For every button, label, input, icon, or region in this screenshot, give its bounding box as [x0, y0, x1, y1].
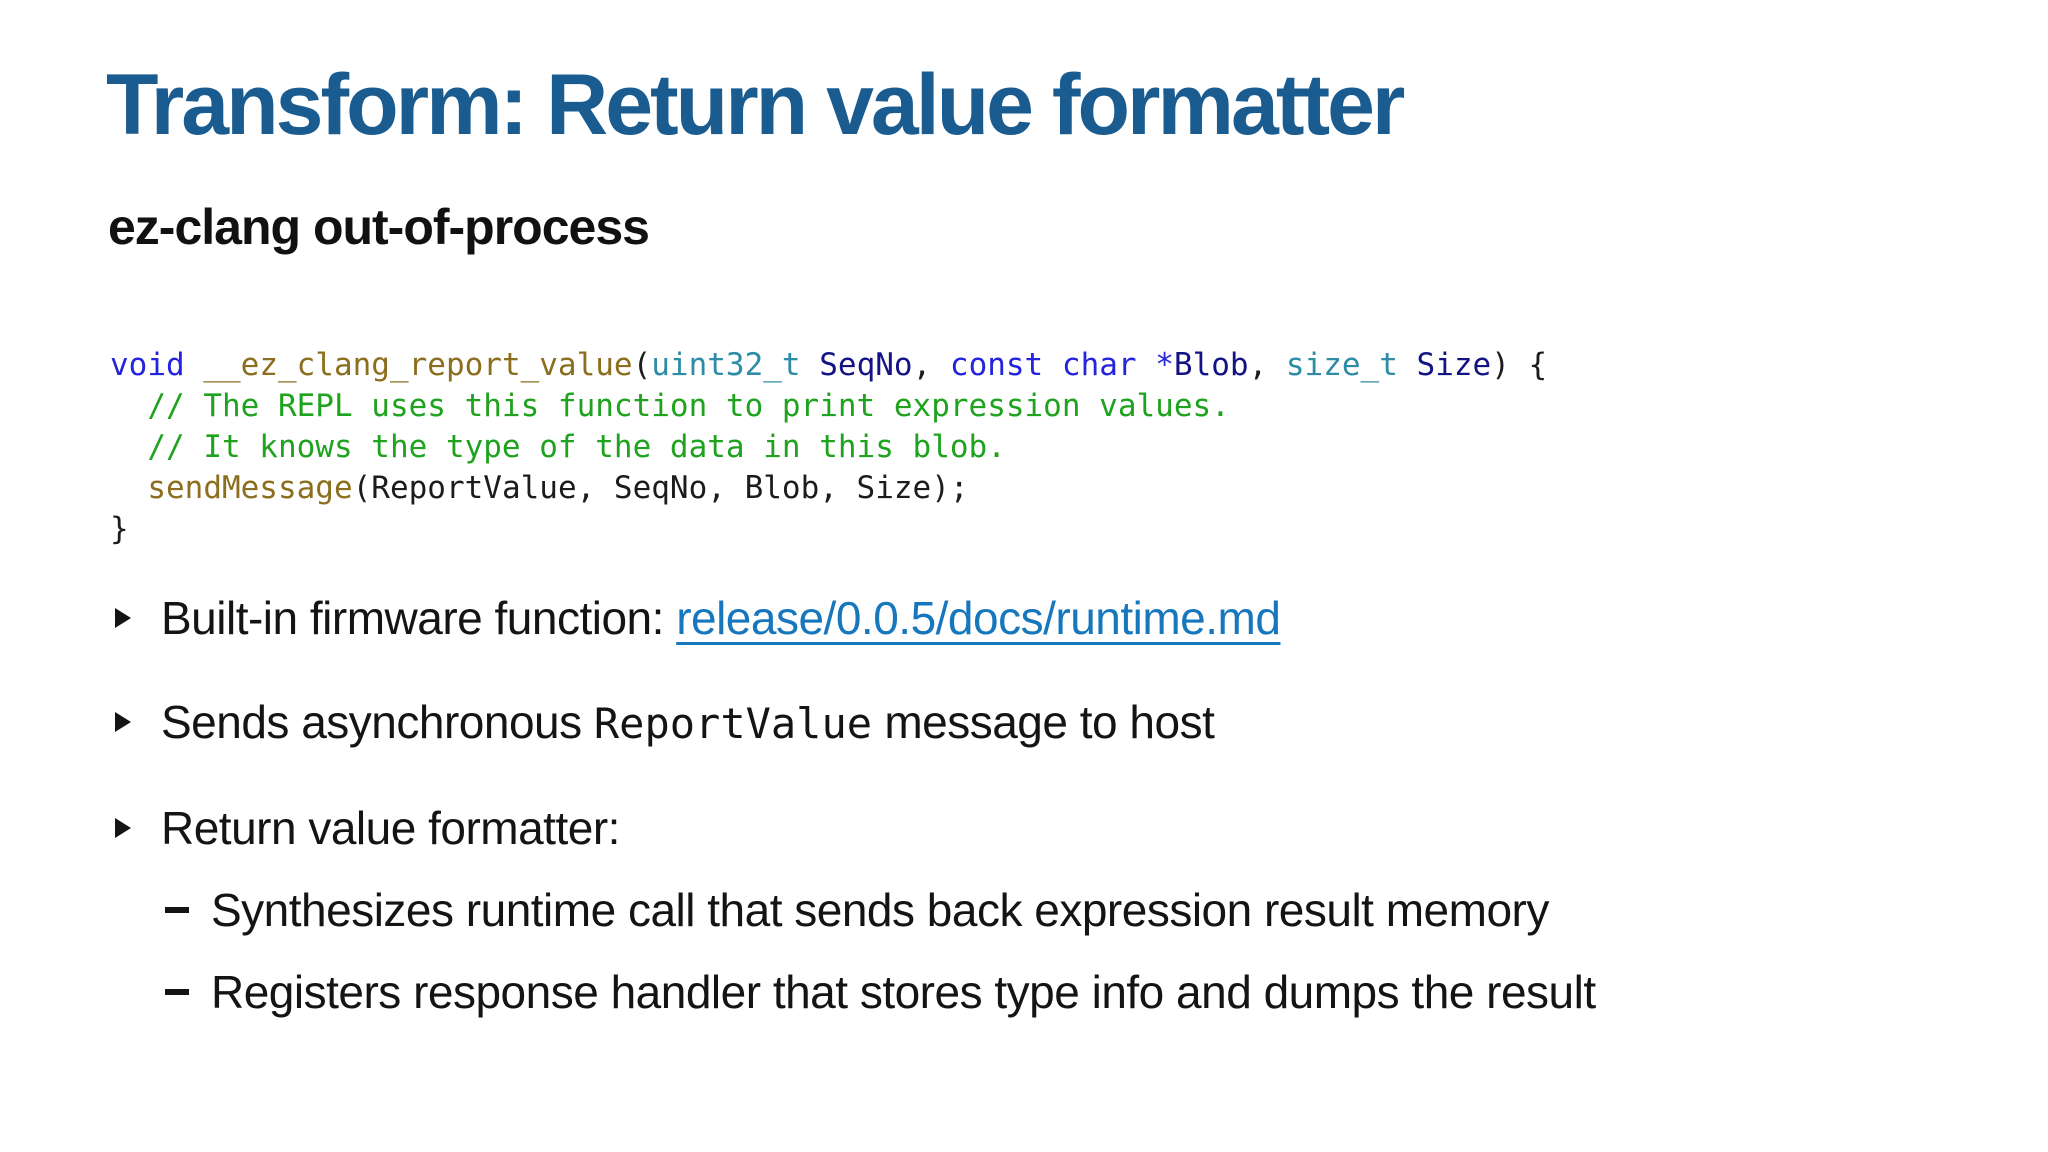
bullet-item: Synthesizes runtime call that sends back…	[165, 882, 2005, 938]
code-token-plain: ) {	[1491, 347, 1548, 383]
page-subtitle: ez-clang out-of-process	[108, 199, 650, 255]
bullet-list: Built-in firmware function: release/0.0.…	[115, 590, 2005, 1046]
bullet-text-segment: Sends asynchronous	[161, 696, 594, 748]
code-token-plain: ,	[1248, 347, 1286, 383]
code-token-plain	[110, 388, 147, 424]
page-title: Transform: Return value formatter	[106, 57, 1405, 153]
code-token-param: Blob	[1173, 347, 1249, 383]
code-line: sendMessage(ReportValue, SeqNo, Blob, Si…	[110, 468, 1547, 509]
code-line: }	[110, 509, 1547, 550]
code-token-plain	[1043, 347, 1062, 383]
bullet-text-segment: Built-in firmware function:	[161, 592, 677, 644]
code-token-plain	[1137, 347, 1156, 383]
code-line: // It knows the type of the data in this…	[110, 427, 1547, 468]
code-token-plain	[110, 470, 147, 506]
code-token-keyword: char	[1061, 347, 1137, 383]
bullet-text: Registers response handler that stores t…	[211, 964, 1596, 1020]
code-token-keyword: void	[110, 347, 185, 383]
bullet-item: Sends asynchronous ReportValue message t…	[115, 694, 2005, 752]
bullet-text-segment: message to host	[872, 696, 1215, 748]
runtime-docs-link[interactable]: release/0.0.5/docs/runtime.md	[676, 592, 1281, 644]
code-token-function: sendMessage	[147, 470, 353, 506]
code-token-plain: (	[632, 347, 652, 383]
code-token-type: size_t	[1285, 347, 1398, 383]
bullet-triangle-icon	[115, 818, 131, 838]
code-token-plain	[1398, 347, 1417, 383]
bullet-text: Sends asynchronous ReportValue message t…	[161, 694, 1215, 752]
inline-code: ReportValue	[593, 699, 873, 748]
bullet-text-segment: Synthesizes runtime call that sends back…	[211, 884, 1549, 936]
bullet-item: Registers response handler that stores t…	[165, 964, 2005, 1020]
bullet-text: Return value formatter:	[161, 800, 620, 856]
code-line: void __ez_clang_report_value(uint32_t Se…	[110, 345, 1547, 386]
code-token-keyword: const	[949, 347, 1044, 383]
code-token-plain: (ReportValue, SeqNo, Blob, Size);	[352, 470, 969, 506]
bullet-item: Return value formatter:	[115, 800, 2005, 856]
bullet-triangle-icon	[115, 608, 131, 628]
code-line: // The REPL uses this function to print …	[110, 386, 1547, 427]
code-token-plain: }	[110, 511, 129, 547]
bullet-text-segment: Return value formatter:	[161, 802, 620, 854]
code-token-plain	[110, 429, 147, 465]
code-token-comment: // It knows the type of the data in this…	[147, 429, 1006, 465]
code-token-function: __ez_clang_report_value	[203, 347, 633, 383]
bullet-text: Built-in firmware function: release/0.0.…	[161, 590, 1281, 646]
code-token-comment: // The REPL uses this function to print …	[147, 388, 1230, 424]
code-token-plain	[185, 347, 204, 383]
code-token-param: SeqNo	[819, 347, 913, 383]
code-token-type: uint32_t	[651, 347, 801, 383]
bullet-dash-icon	[165, 989, 189, 995]
code-token-keyword: *	[1155, 347, 1174, 383]
bullet-text-segment: Registers response handler that stores t…	[211, 966, 1596, 1018]
code-token-plain	[801, 347, 820, 383]
code-block: void __ez_clang_report_value(uint32_t Se…	[110, 345, 1547, 550]
bullet-dash-icon	[165, 907, 189, 913]
code-token-param: Size	[1416, 347, 1492, 383]
bullet-triangle-icon	[115, 712, 131, 732]
bullet-text: Synthesizes runtime call that sends back…	[211, 882, 1549, 938]
code-token-plain: ,	[912, 347, 950, 383]
bullet-item: Built-in firmware function: release/0.0.…	[115, 590, 2005, 646]
